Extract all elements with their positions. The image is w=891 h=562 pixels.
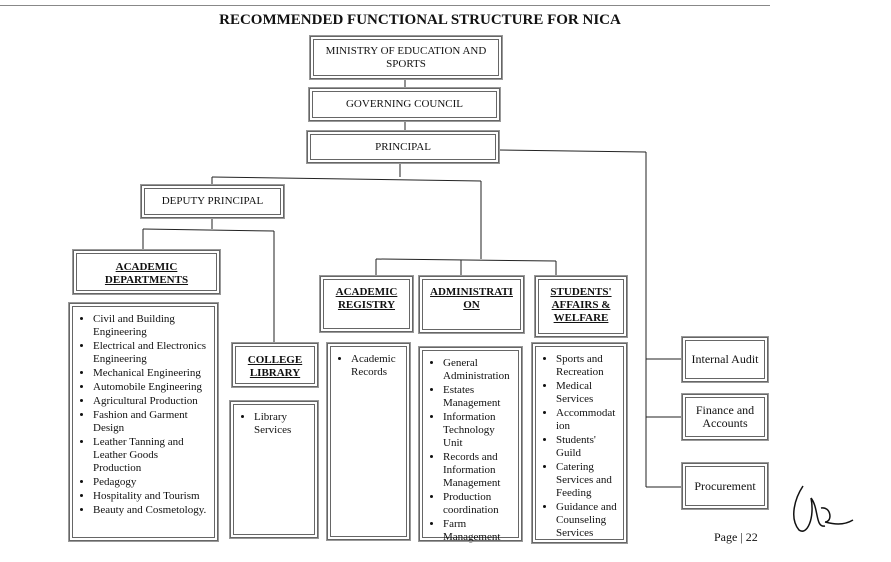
connector-deputy-bus [142, 228, 275, 232]
node-academic-registry: ACADEMIC REGISTRY [319, 275, 414, 333]
administration-list: General Administration Estates Managemen… [418, 346, 523, 544]
academic-departments-list: Civil and Building Engineering Electrica… [68, 302, 219, 542]
connector-units-bus [375, 258, 557, 262]
registry-list: Academic Records [326, 342, 411, 541]
node-ministry: MINISTRY OF EDUCATION AND SPORTS [309, 35, 503, 80]
list-item: Farm Management [443, 518, 512, 544]
list-item: Students' Guild [556, 434, 617, 460]
list-item: Library Services [254, 411, 308, 437]
list-item: Fashion and Garment Design [93, 409, 208, 435]
list-item: Agricultural Production [93, 395, 208, 408]
header-rule [0, 0, 770, 6]
node-internal-audit: Internal Audit [681, 336, 769, 383]
list-item: General Administration [443, 357, 512, 383]
connector-principal-bus [211, 176, 482, 182]
list-item: Accommodat ion [556, 407, 617, 433]
node-college-library: COLLEGE LIBRARY [231, 342, 319, 388]
list-item: Civil and Building Engineering [93, 313, 208, 339]
list-item: Automobile Engineering [93, 381, 208, 394]
list-item: Sports and Recreation [556, 353, 617, 379]
list-item: Beauty and Cosmetology. [93, 504, 208, 517]
node-students-affairs: STUDENTS' AFFAIRS & WELFARE [534, 275, 628, 338]
list-item: Electrical and Electronics Engineering [93, 340, 208, 366]
library-list: Library Services [229, 400, 319, 539]
list-item: Estates Management [443, 384, 512, 410]
node-academic-departments: ACADEMIC DEPARTMENTS [72, 249, 221, 295]
signature [793, 485, 854, 532]
page-title: RECOMMENDED FUNCTIONAL STRUCTURE FOR NIC… [219, 12, 621, 28]
list-item: Information Technology Unit [443, 411, 512, 450]
page-number: Page | 22 [714, 530, 758, 544]
list-item: Guidance and Counseling Services [556, 501, 617, 540]
list-item: Production coordination [443, 491, 512, 517]
students-list: Sports and Recreation Medical Services A… [531, 342, 628, 544]
list-item: Records and Information Management [443, 451, 512, 490]
connector-principal-right [498, 149, 647, 153]
list-item: Medical Services [556, 380, 617, 406]
list-item: Catering Services and Feeding [556, 461, 617, 500]
node-administration: ADMINISTRATI ON [418, 275, 525, 334]
list-item: Leather Tanning and Leather Goods Produc… [93, 436, 208, 475]
list-item: Academic Records [351, 353, 400, 379]
node-finance: Finance and Accounts [681, 393, 769, 441]
node-deputy-principal: DEPUTY PRINCIPAL [140, 184, 285, 219]
list-item: Mechanical Engineering [93, 367, 208, 380]
list-item: Pedagogy [93, 476, 208, 489]
node-governing-council: GOVERNING COUNCIL [308, 87, 501, 122]
node-principal: PRINCIPAL [306, 130, 500, 164]
node-procurement: Procurement [681, 462, 769, 510]
list-item: Hospitality and Tourism [93, 490, 208, 503]
